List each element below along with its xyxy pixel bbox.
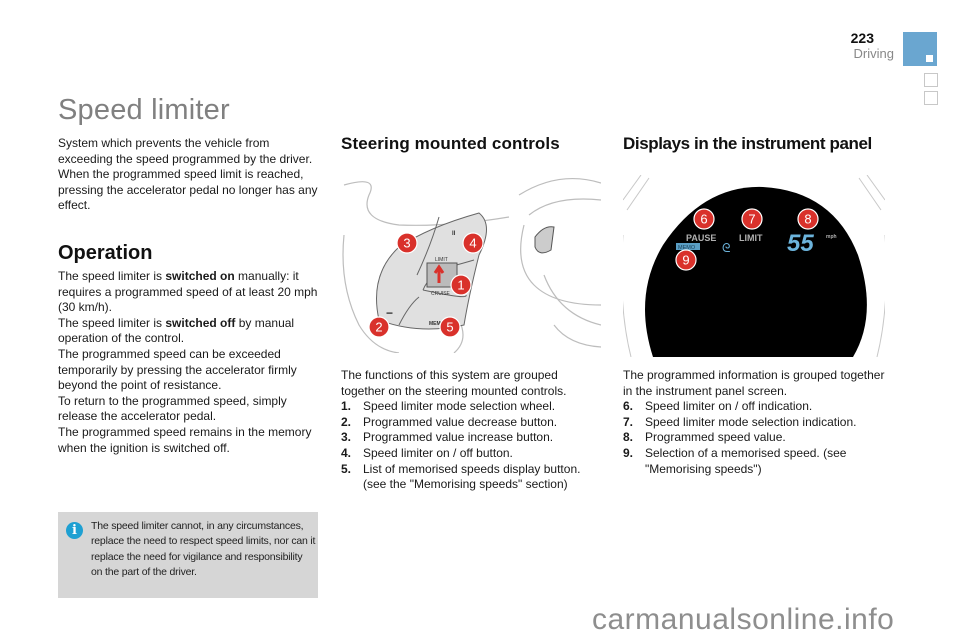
memo-indicator: MEMO xyxy=(678,245,696,251)
steering-intro: The functions of this system are grouped… xyxy=(341,368,567,398)
limit-label: LIMIT xyxy=(435,257,448,263)
callout-number: 1 xyxy=(457,278,464,293)
minus-label: − xyxy=(386,306,393,320)
emphasis: switched off xyxy=(165,315,236,330)
text: The speed limiter is xyxy=(58,269,166,283)
instrument-displays-list: 6. Speed limiter on / off indication. 7. Sp… xyxy=(623,399,893,477)
limiter-symbol-icon: ᘓ xyxy=(722,241,730,255)
list-item: 6. Speed limiter on / off indication. xyxy=(623,399,893,415)
limit-indicator: LIMIT xyxy=(739,233,763,243)
list-item: 4. Speed limiter on / off button. xyxy=(341,446,603,462)
section-name: Driving xyxy=(853,46,894,61)
callout-number: 9 xyxy=(682,253,689,268)
list-item-number: 8. xyxy=(623,430,634,445)
list-item-text: Speed limiter on / off indication. xyxy=(645,399,813,414)
list-item: 5. List of memorised speeds display butto… xyxy=(341,462,603,493)
info-note: i The speed limiter cannot, in any circu… xyxy=(58,512,318,598)
list-item: 7. Speed limiter mode selection indicatio… xyxy=(623,415,893,431)
emphasis: switched on xyxy=(165,269,235,283)
operation-heading: Operation xyxy=(58,242,153,264)
list-item-number: 3. xyxy=(341,430,352,445)
intro-paragraph: System which prevents the vehicle from e… xyxy=(58,136,318,213)
callout-number: 8 xyxy=(804,212,811,227)
callout-badge-8 xyxy=(797,208,819,230)
list-item: 8. Programmed speed value. xyxy=(623,430,893,446)
operation-text: The speed limiter is switched on manuall… xyxy=(58,269,328,456)
list-item-text: Selection of a memorised speed. (see "Me… xyxy=(645,445,847,476)
steering-controls-heading: Steering mounted controls xyxy=(341,134,560,153)
info-note-text: The speed limiter cannot, in any circums… xyxy=(91,520,316,579)
callout-badge-4 xyxy=(462,232,484,254)
callout-number: 3 xyxy=(403,236,410,251)
mem-label: MEM xyxy=(429,321,441,327)
list-item-text: List of memorised speeds display button.… xyxy=(363,461,581,492)
callout-number: 7 xyxy=(748,212,755,227)
list-item-number: 2. xyxy=(341,414,352,429)
callout-badge-1 xyxy=(450,274,472,296)
page-number: 223 xyxy=(850,30,874,46)
callout-badge-5 xyxy=(439,316,461,338)
chapter-tab-active[interactable] xyxy=(903,32,937,66)
instrument-displays-description: The programmed information is grouped to… xyxy=(623,368,893,477)
callout-badge-6 xyxy=(693,208,715,230)
info-icon: i xyxy=(66,522,83,539)
list-item-number: 9. xyxy=(623,445,634,460)
list-item-text: Programmed value increase button. xyxy=(363,430,554,445)
instrument-panel-illustration: PAUSE MEMO ᘓ LIMIT 55 mph 6 7 8 9 xyxy=(621,174,887,358)
list-item-number: 1. xyxy=(341,399,352,414)
tab-marker-icon xyxy=(926,55,933,62)
callout-number: 2 xyxy=(375,320,382,335)
list-item: 2. Programmed value decrease button. xyxy=(341,415,603,431)
pause-label: II xyxy=(452,231,456,237)
watermark: carmanualsonline.info xyxy=(592,603,895,636)
list-item-text: Programmed value decrease button. xyxy=(363,414,558,429)
operation-p2: The speed limiter is switched off by man… xyxy=(58,316,328,347)
steering-controls-description: The functions of this system are grouped… xyxy=(341,368,603,493)
callout-badge-9 xyxy=(675,249,697,271)
callout-badge-2 xyxy=(368,316,390,338)
memo-indicator-bg xyxy=(676,243,700,250)
callout-number: 5 xyxy=(446,320,453,335)
callout-badge-7 xyxy=(741,208,763,230)
list-item: 1. Speed limiter mode selection wheel. xyxy=(341,399,603,415)
instrument-displays-heading: Displays in the instrument panel xyxy=(623,134,872,153)
list-item-text: Speed limiter mode selection indication. xyxy=(645,414,857,429)
list-item-text: Programmed speed value. xyxy=(645,430,786,445)
callout-number: 6 xyxy=(700,212,707,227)
list-item-text: Speed limiter mode selection wheel. xyxy=(363,399,556,414)
text: manually: it requires a programmed speed… xyxy=(58,269,318,315)
programmed-speed-value: 55 xyxy=(787,230,814,257)
displays-intro: The programmed information is grouped to… xyxy=(623,368,885,398)
text: The speed limiter is xyxy=(58,315,166,330)
list-item-number: 7. xyxy=(623,414,634,429)
pause-indicator: PAUSE xyxy=(686,233,716,243)
list-item-number: 4. xyxy=(341,445,352,460)
chapter-tab[interactable] xyxy=(924,91,938,105)
speed-unit: mph xyxy=(826,234,837,240)
steering-controls-list: 1. Speed limiter mode selection wheel. 2. P… xyxy=(341,399,603,493)
callout-badge-3 xyxy=(396,232,418,254)
operation-p4: To return to the programmed speed, simpl… xyxy=(58,393,287,424)
chapter-tab[interactable] xyxy=(924,73,938,87)
list-item: 3. Programmed value increase button. xyxy=(341,430,603,446)
list-item-number: 5. xyxy=(341,461,352,476)
page-title: Speed limiter xyxy=(58,94,230,126)
callout-number: 4 xyxy=(469,236,476,251)
text: by manual operation of the control. xyxy=(58,315,295,346)
instrument-panel-figure: PAUSE MEMO ᘓ LIMIT 55 mph 6 7 8 9 xyxy=(621,174,887,358)
list-item: 9. Selection of a memorised speed. (see "… xyxy=(623,446,893,477)
list-item-number: 6. xyxy=(623,399,634,414)
operation-p5: The programmed speed remains in the memo… xyxy=(58,424,312,455)
operation-p3: The programmed speed can be exceeded tem… xyxy=(58,346,297,393)
operation-p1: The speed limiter is switched on manuall… xyxy=(58,269,328,316)
list-item-text: Speed limiter on / off button. xyxy=(363,445,513,460)
cruise-label: CRUISE xyxy=(431,291,451,297)
